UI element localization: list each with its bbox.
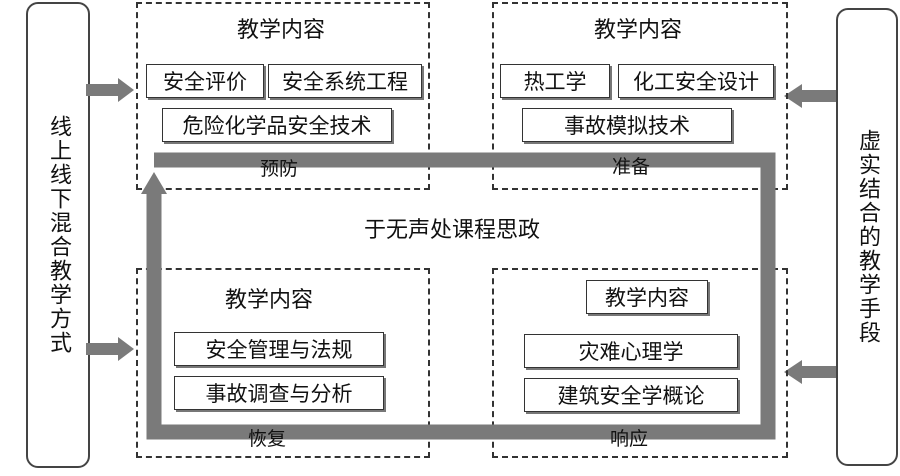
arrow-right-bottom-icon [784,360,836,384]
stage-label-recovery: 恢复 [248,428,287,450]
right-side-label: 虚实结合的教学手段 [855,129,880,345]
right-side-panel: 虚实结合的教学手段 [836,8,898,466]
center-ideology-text: 于无声处课程思政 [364,218,541,243]
left-side-label: 线上线下混合教学方式 [46,115,71,355]
quadrant-title-prevention: 教学内容 [236,18,325,43]
arrow-left-top-icon [86,78,134,102]
quadrant-recovery [136,268,430,458]
tag-hazardous-chemicals-safety: 危险化学品安全技术 [162,108,392,142]
tag-accident-investigation: 事故调查与分析 [174,376,384,410]
tag-thermal-engineering: 热工学 [500,64,610,98]
cycle-arrowhead-icon [141,172,167,194]
quadrant-response [492,268,788,458]
tag-safety-management-regulations: 安全管理与法规 [174,332,384,366]
tag-chemical-safety-design: 化工安全设计 [618,64,774,98]
stage-label-response: 响应 [610,428,649,450]
left-side-panel: 线上线下混合教学方式 [26,2,90,468]
quadrant-title-response: 教学内容 [586,280,708,314]
tag-disaster-psychology: 灾难心理学 [524,334,738,368]
tag-safety-system-engineering: 安全系统工程 [268,64,422,98]
tag-building-safety-intro: 建筑安全学概论 [524,378,738,412]
arrow-right-top-icon [784,84,836,108]
tag-accident-simulation: 事故模拟技术 [522,108,732,142]
quadrant-title-recovery: 教学内容 [224,288,313,313]
tag-safety-evaluation: 安全评价 [146,64,264,98]
arrow-left-bottom-icon [86,337,134,361]
quadrant-title-preparation: 教学内容 [593,18,682,43]
quadrant-prevention [136,2,430,190]
quadrant-preparation [492,2,788,190]
stage-label-preparation: 准备 [612,156,651,178]
stage-label-prevention: 预防 [260,158,299,180]
